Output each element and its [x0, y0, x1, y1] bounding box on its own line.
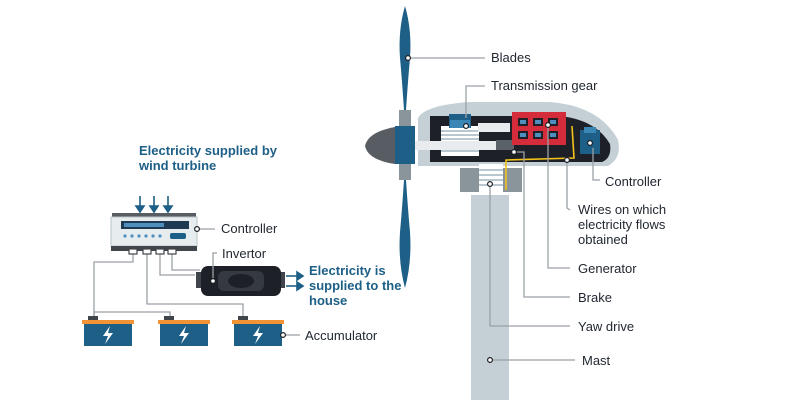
main-shaft	[412, 123, 514, 150]
accumulator-3	[232, 316, 284, 346]
rotor-hub	[395, 110, 415, 180]
label-wires: Wires on which electricity flows obtaine…	[578, 202, 667, 247]
label-mast: Mast	[582, 353, 611, 368]
lightning-bolt-icon	[179, 326, 189, 344]
down-arrow-icon	[134, 196, 174, 214]
yaw-drive	[479, 164, 503, 192]
turbine-leader-dots	[405, 54, 593, 364]
accumulator-1	[82, 316, 134, 346]
callout-supplied-by-turbine: Electricity supplied by wind turbine	[139, 143, 277, 173]
lightning-bolt-icon	[103, 326, 113, 344]
label-yaw-drive: Yaw drive	[578, 319, 635, 334]
turbine-leader-lines	[408, 57, 600, 361]
label-generator: Generator	[578, 261, 637, 276]
label-blades: Blades	[491, 50, 531, 65]
generator	[512, 112, 566, 145]
label-controller-home: Controller	[221, 221, 278, 236]
home-controller	[110, 213, 198, 251]
label-transmission-gear: Transmission gear	[491, 78, 598, 93]
callout-supplied-to-house: Electricity is supplied to the house	[309, 263, 402, 308]
accumulator-2	[158, 316, 210, 346]
right-arrow-icon	[286, 270, 305, 292]
power-wire	[505, 125, 575, 190]
lightning-bolt-icon	[253, 326, 263, 344]
blade-bottom	[399, 180, 411, 288]
label-invertor: Invertor	[222, 246, 267, 261]
home-wires	[93, 251, 244, 318]
nose-cone	[365, 127, 395, 164]
label-accumulator: Accumulator	[305, 328, 378, 343]
label-controller-turbine: Controller	[605, 174, 662, 189]
invertor	[196, 266, 285, 296]
label-brake: Brake	[578, 290, 612, 305]
